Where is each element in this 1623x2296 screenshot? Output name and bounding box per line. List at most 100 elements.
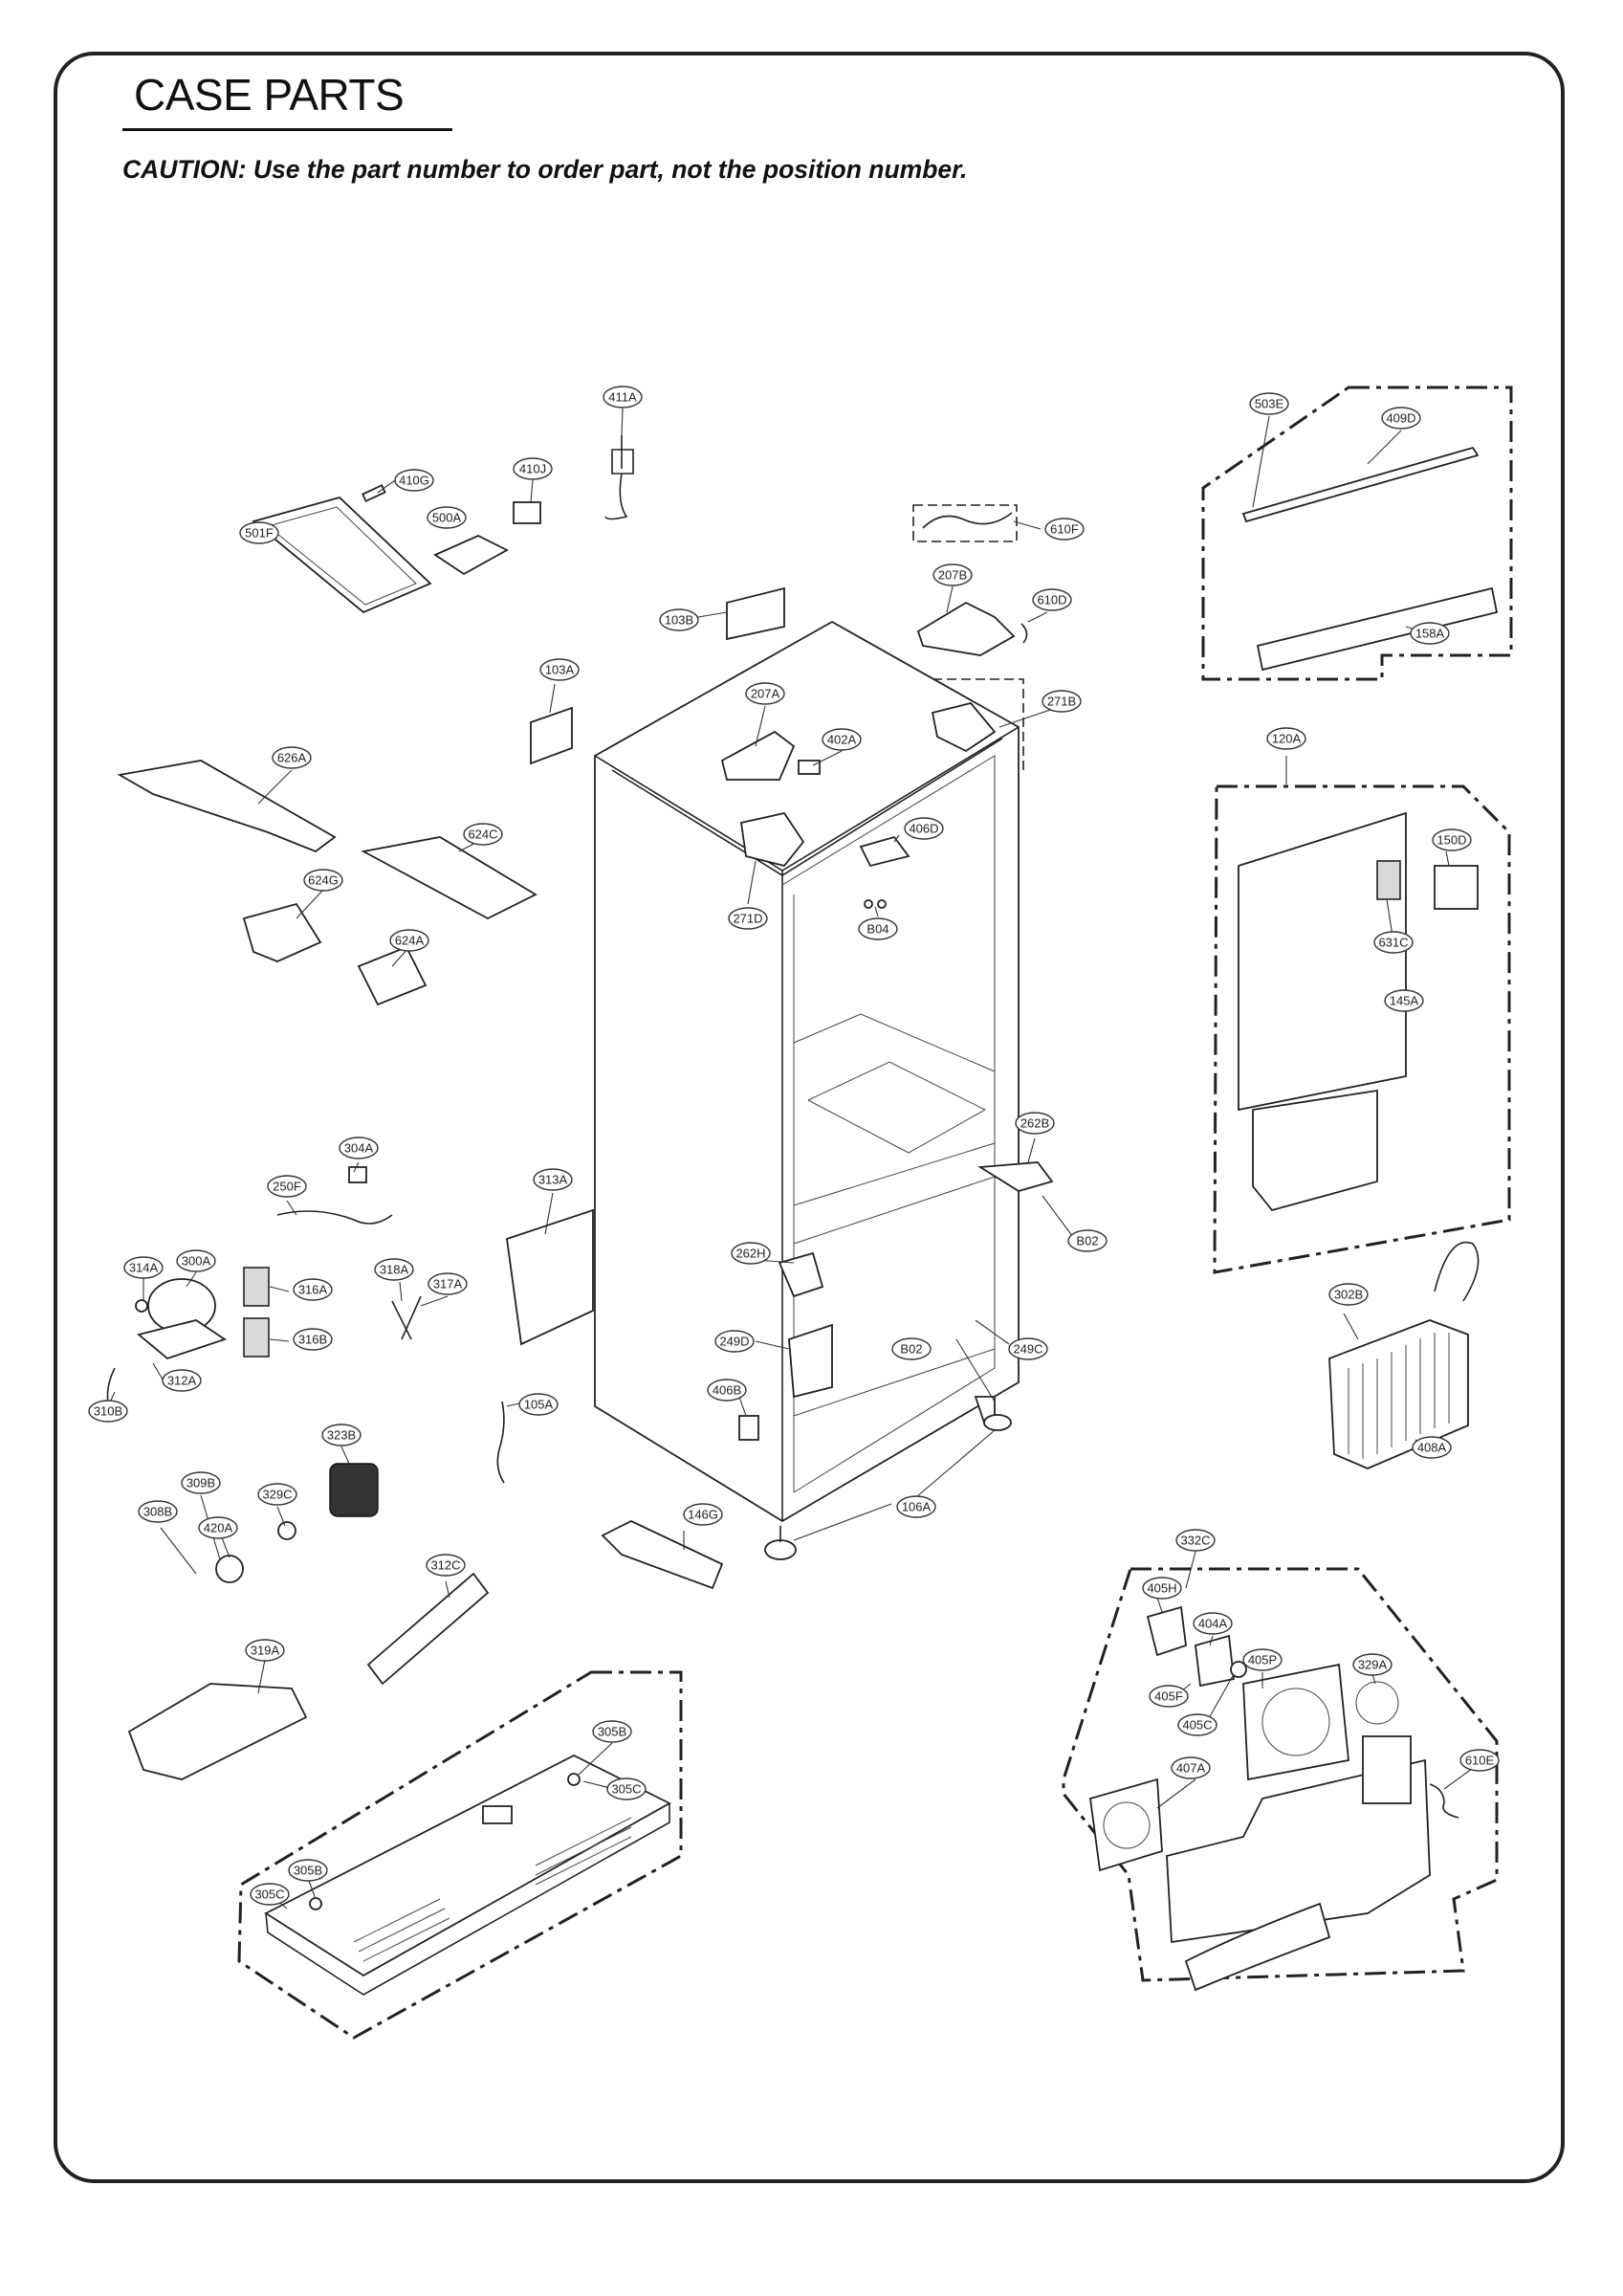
- callout-ellipse: [606, 1777, 647, 1800]
- callout-610e: 610E: [1459, 1749, 1500, 1772]
- callout-ellipse: [707, 1379, 747, 1402]
- callout-ellipse: [592, 1720, 632, 1743]
- callout-406d: 406D: [904, 817, 944, 840]
- callout-ellipse: [1249, 392, 1289, 415]
- callout-ellipse: [1193, 1612, 1233, 1635]
- callout-158a: 158A: [1410, 622, 1450, 645]
- right-parts: [1089, 811, 1480, 1992]
- callout-ellipse: [463, 823, 503, 846]
- callout-249d: 249D: [714, 1330, 755, 1353]
- callout-label: 316B: [298, 1333, 327, 1347]
- callout-ellipse: [1044, 518, 1085, 541]
- callout-312a: 312A: [162, 1369, 202, 1392]
- callout-408a: 408A: [1412, 1436, 1452, 1459]
- callout-ellipse: [904, 817, 944, 840]
- callout-ellipse: [1177, 1713, 1217, 1736]
- callout-label: 103A: [545, 663, 575, 677]
- callout-146g: 146G: [683, 1503, 723, 1526]
- callout-407a: 407A: [1171, 1756, 1211, 1779]
- callout-label: 309B: [186, 1476, 215, 1490]
- callout-label: 631C: [1378, 936, 1408, 950]
- bottom-deck: [264, 1754, 671, 1996]
- callout-label: 262H: [735, 1247, 765, 1261]
- callout-label: 314A: [129, 1261, 159, 1275]
- callout-ellipse: [293, 1328, 333, 1351]
- internal-parts: [738, 1161, 1054, 1560]
- callout-624a: 624A: [389, 929, 429, 952]
- callout-314a: 314A: [123, 1256, 164, 1279]
- callout-label: 249D: [719, 1335, 749, 1349]
- callout-105a: 105A: [518, 1393, 559, 1416]
- callout-label: 145A: [1390, 994, 1419, 1008]
- callout-ellipse: [1149, 1685, 1189, 1708]
- callout-label: 411A: [608, 390, 637, 405]
- callout-ellipse: [539, 658, 580, 681]
- callout-label: 318A: [380, 1263, 409, 1277]
- callout-332c: 332C: [1175, 1529, 1216, 1552]
- callout-label: 420A: [204, 1521, 233, 1535]
- callout-ellipse: [932, 563, 973, 586]
- callout-ellipse: [683, 1503, 723, 1526]
- callout-316a: 316A: [293, 1278, 333, 1301]
- callout-ellipse: [267, 1175, 307, 1198]
- callout-310b: 310B: [88, 1400, 128, 1423]
- caution-note: CAUTION: Use the part number to order pa…: [122, 155, 968, 184]
- callout-ellipse: [374, 1258, 414, 1281]
- callout-ellipse: [123, 1256, 164, 1279]
- callout-ellipse: [1459, 1749, 1500, 1772]
- top-parts: [252, 435, 1499, 909]
- callout-103a: 103A: [539, 658, 580, 681]
- callout-label: 249C: [1013, 1342, 1042, 1357]
- callout-329c: 329C: [257, 1483, 297, 1506]
- callout-label: 319A: [251, 1644, 280, 1658]
- callout-label: 610F: [1050, 522, 1079, 537]
- callout-503e: 503E: [1249, 392, 1289, 415]
- callout-ellipse: [1432, 828, 1472, 851]
- callout-label: 503E: [1255, 397, 1284, 411]
- callout-label: 323B: [327, 1428, 356, 1443]
- callout-ellipse: [731, 1242, 771, 1265]
- callout-624c: 624C: [463, 823, 503, 846]
- callout-ellipse: [1352, 1653, 1393, 1676]
- page-title: CASE PARTS: [134, 70, 405, 120]
- callout-label: 105A: [524, 1398, 554, 1412]
- callout-label: 500A: [432, 511, 462, 525]
- callout-626a: 626A: [272, 746, 312, 769]
- callout-ellipse: [822, 728, 862, 751]
- callout-label: 103B: [665, 613, 693, 628]
- callout-500a: 500A: [427, 506, 467, 529]
- callout-ellipse: [1015, 1112, 1055, 1135]
- callout-label: 312C: [430, 1558, 460, 1573]
- callout-ellipse: [1032, 588, 1072, 611]
- callout-ellipse: [1142, 1577, 1182, 1600]
- callout-label: 410G: [399, 474, 429, 488]
- callout-label: 317A: [433, 1277, 463, 1292]
- callout-b02: B02: [1067, 1229, 1108, 1252]
- callout-402a: 402A: [822, 728, 862, 751]
- callout-ellipse: [428, 1272, 468, 1295]
- callout-411a: 411A: [603, 386, 643, 408]
- callout-label: 271B: [1047, 695, 1076, 709]
- callout-ellipse: [272, 746, 312, 769]
- callout-ellipse: [426, 1554, 466, 1577]
- callout-308b: 308B: [138, 1500, 178, 1523]
- refrigerator-cabinet: [594, 620, 1020, 1523]
- callout-label: 250F: [273, 1180, 301, 1194]
- callout-label: 405F: [1154, 1689, 1183, 1704]
- callout-label: 305C: [611, 1782, 641, 1797]
- callout-label: 158A: [1415, 627, 1445, 641]
- callout-label: 207A: [751, 687, 780, 701]
- callout-ellipse: [518, 1393, 559, 1416]
- callout-ellipse: [745, 682, 785, 705]
- callout-b04: B04: [858, 917, 898, 940]
- callout-610d: 610D: [1032, 588, 1072, 611]
- callout-ellipse: [198, 1516, 238, 1539]
- callout-120a: 120A: [1266, 727, 1306, 750]
- callout-501f: 501F: [239, 521, 279, 544]
- callout-label: 305C: [254, 1888, 284, 1902]
- callout-271d: 271D: [728, 907, 768, 930]
- callout-207a: 207A: [745, 682, 785, 705]
- callout-ellipse: [293, 1278, 333, 1301]
- callout-ellipse: [1175, 1529, 1216, 1552]
- callout-ellipse: [1373, 931, 1414, 954]
